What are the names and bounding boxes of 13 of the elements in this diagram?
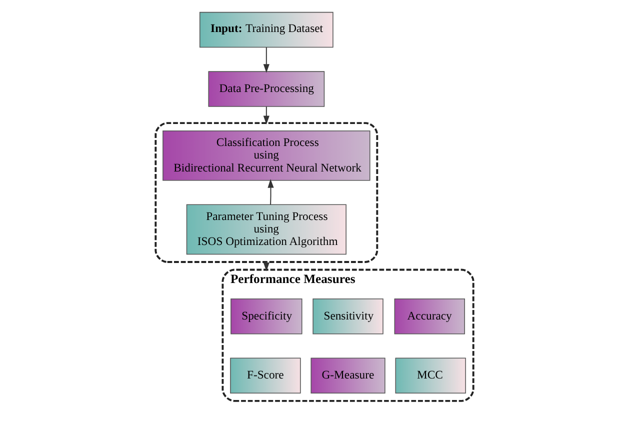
arrow — [262, 46, 269, 73]
node-box: Input: Training Dataset — [198, 12, 333, 48]
node-box: Classification Process using Bidirectional Recurrent Neural Network — [162, 130, 370, 181]
node-box: Accuracy — [394, 298, 464, 334]
arrow — [262, 106, 269, 125]
arrow — [267, 179, 274, 206]
node-box: Parameter Tuning Process using ISOS Optimization Algorithm — [186, 204, 346, 255]
node-box: F-Score — [230, 358, 300, 394]
node-box: Specificity — [230, 298, 302, 334]
node-box: Sensitivity — [312, 298, 383, 334]
node-box: MCC — [394, 358, 466, 394]
node-box: G-Measure — [310, 358, 385, 394]
node-box: Data Pre-Processing — [208, 71, 324, 107]
